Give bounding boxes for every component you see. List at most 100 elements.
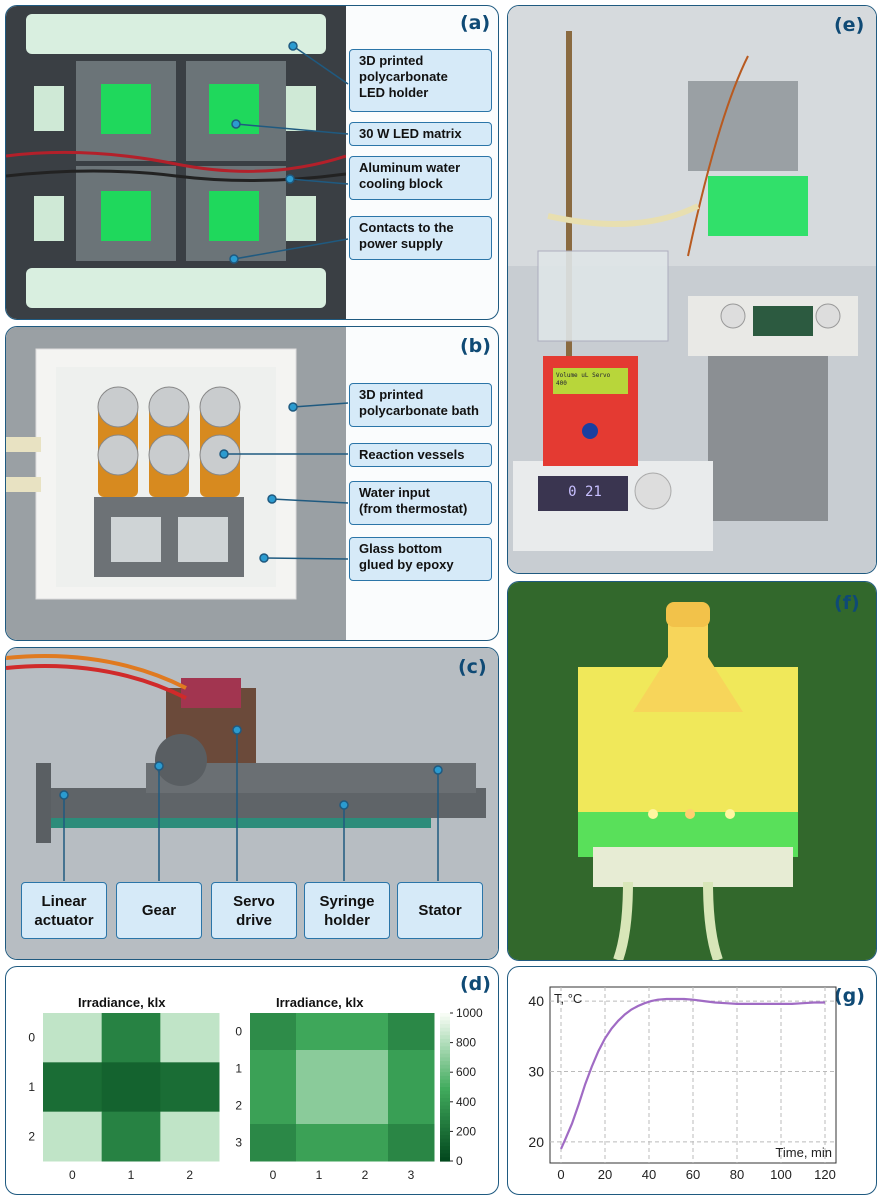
panel-label-d: (d) xyxy=(460,973,491,995)
heatmap-cell xyxy=(388,1087,435,1125)
heatmap-cell xyxy=(43,1062,103,1113)
panel-label-e: (e) xyxy=(834,14,865,36)
heatmap-left-title: Irradiance, klx xyxy=(78,995,166,1010)
heatmap-cell xyxy=(101,1013,161,1063)
heatmap-cell xyxy=(296,1050,343,1088)
colorbar-tick: 600 xyxy=(456,1065,476,1079)
y-tick-label: 30 xyxy=(528,1063,544,1079)
heatmap-cell xyxy=(160,1111,220,1162)
panel-c: (c) Linear actuator Gear Servo drive Syr… xyxy=(5,647,499,960)
colorbar-segment xyxy=(440,1127,450,1132)
x-axis-label: Time, min xyxy=(775,1145,832,1160)
callout-glass-bottom: Glass bottom glued by epoxy xyxy=(349,537,492,581)
colorbar-tick: 800 xyxy=(456,1036,476,1050)
heatmap-x-tick: 0 xyxy=(69,1168,76,1182)
colorbar-segment xyxy=(440,1042,450,1047)
colorbar-segment xyxy=(440,1090,450,1095)
heatmap-cell xyxy=(160,1013,220,1063)
x-tick-label: 120 xyxy=(814,1167,836,1182)
callout-water-input: Water input (from thermostat) xyxy=(349,481,492,525)
colorbar-segment xyxy=(440,1116,450,1121)
colorbar-tick: 400 xyxy=(456,1095,476,1109)
x-tick-label: 100 xyxy=(770,1167,792,1182)
x-tick-label: 20 xyxy=(598,1167,612,1182)
callout-leaders-b xyxy=(219,402,349,563)
callout-led-holder: 3D printed polycarbonate LED holder xyxy=(349,49,492,112)
colorbar-segment xyxy=(440,1135,450,1140)
colorbar-segment xyxy=(440,1064,450,1070)
heatmap-y-tick: 3 xyxy=(235,1136,242,1150)
heatmap-x-tick: 2 xyxy=(362,1168,369,1182)
heatmap-x-tick: 1 xyxy=(316,1168,323,1182)
heatmap-cell xyxy=(342,1013,389,1051)
heatmap-cell xyxy=(101,1062,161,1113)
colorbar-segment xyxy=(440,1153,450,1158)
heatmap-y-tick: 0 xyxy=(235,1025,242,1039)
heatmap-cell xyxy=(160,1062,220,1113)
colorbar-segment xyxy=(440,1146,450,1151)
heatmap-cell xyxy=(388,1050,435,1088)
colorbar-segment xyxy=(440,1101,450,1107)
colorbar-segment xyxy=(440,1035,450,1040)
heatmap-cell xyxy=(296,1124,343,1162)
colorbar-segment xyxy=(440,1053,450,1058)
colorbar-segment xyxy=(440,1142,450,1147)
temperature-series-line xyxy=(559,997,825,1150)
callout-led-matrix: 30 W LED matrix xyxy=(349,122,492,146)
x-tick-label: 80 xyxy=(730,1167,744,1182)
heatmap-y-tick: 2 xyxy=(28,1129,35,1143)
colorbar-tick: 1000 xyxy=(456,1006,483,1020)
led-holder-photo xyxy=(6,6,346,319)
colorbar-segment xyxy=(440,1105,450,1110)
colorbar-segment xyxy=(440,1120,450,1125)
y-tick-label: 40 xyxy=(528,993,544,1009)
heatmap-x-tick: 0 xyxy=(270,1168,277,1182)
colorbar-segment xyxy=(440,1149,450,1155)
callout-leaders-c xyxy=(59,725,443,881)
y-axis-label: T, °C xyxy=(554,991,582,1006)
heatmap-cell xyxy=(388,1124,435,1162)
heatmap-cell xyxy=(296,1087,343,1125)
colorbar-segment xyxy=(440,1083,450,1088)
colorbar-segment xyxy=(440,1016,450,1021)
colorbar-segment xyxy=(440,1038,450,1044)
illuminated-bath-photo xyxy=(508,582,876,960)
bath-photo xyxy=(6,327,346,640)
heatmap-cell xyxy=(250,1124,297,1162)
panel-b: (b) 3D printed polycarbonate bath Reacti… xyxy=(5,326,499,641)
panel-label-g: (g) xyxy=(834,985,865,1007)
panel-a: (a) 3D printed polycarbonate LED holder … xyxy=(5,5,499,320)
colorbar-segment xyxy=(440,1027,450,1033)
heatmap-cell xyxy=(342,1050,389,1088)
colorbar-segment xyxy=(440,1138,450,1144)
heatmap-cell xyxy=(43,1111,103,1162)
colorbar-segment xyxy=(440,1013,450,1018)
colorbar-segment xyxy=(440,1072,450,1077)
callout-reaction-vessels: Reaction vessels xyxy=(349,443,492,467)
heatmap-x-tick: 1 xyxy=(128,1168,135,1182)
x-tick-label: 60 xyxy=(686,1167,700,1182)
panel-label-b: (b) xyxy=(460,335,491,357)
callout-leaders-a xyxy=(229,41,349,264)
heatmap-right-title: Irradiance, klx xyxy=(276,995,364,1010)
stirrer-display: 0 21 xyxy=(568,484,602,500)
heatmap-cell xyxy=(250,1087,297,1125)
colorbar-segment xyxy=(440,1112,450,1118)
heatmap-cell xyxy=(101,1111,161,1162)
colorbar-tick: 200 xyxy=(456,1124,476,1138)
colorbar-segment xyxy=(440,1124,450,1129)
heatmap-y-tick: 2 xyxy=(235,1099,242,1113)
colorbar-segment xyxy=(440,1031,450,1036)
callout-stator: Stator xyxy=(397,882,483,939)
y-tick-label: 20 xyxy=(528,1134,544,1150)
panel-f: (f) xyxy=(507,581,877,961)
heatmap-cell xyxy=(342,1087,389,1125)
colorbar-segment xyxy=(440,1075,450,1081)
heatmap-cell xyxy=(388,1013,435,1051)
callout-syringe-holder: Syringe holder xyxy=(304,882,390,939)
colorbar-segment xyxy=(440,1079,450,1084)
